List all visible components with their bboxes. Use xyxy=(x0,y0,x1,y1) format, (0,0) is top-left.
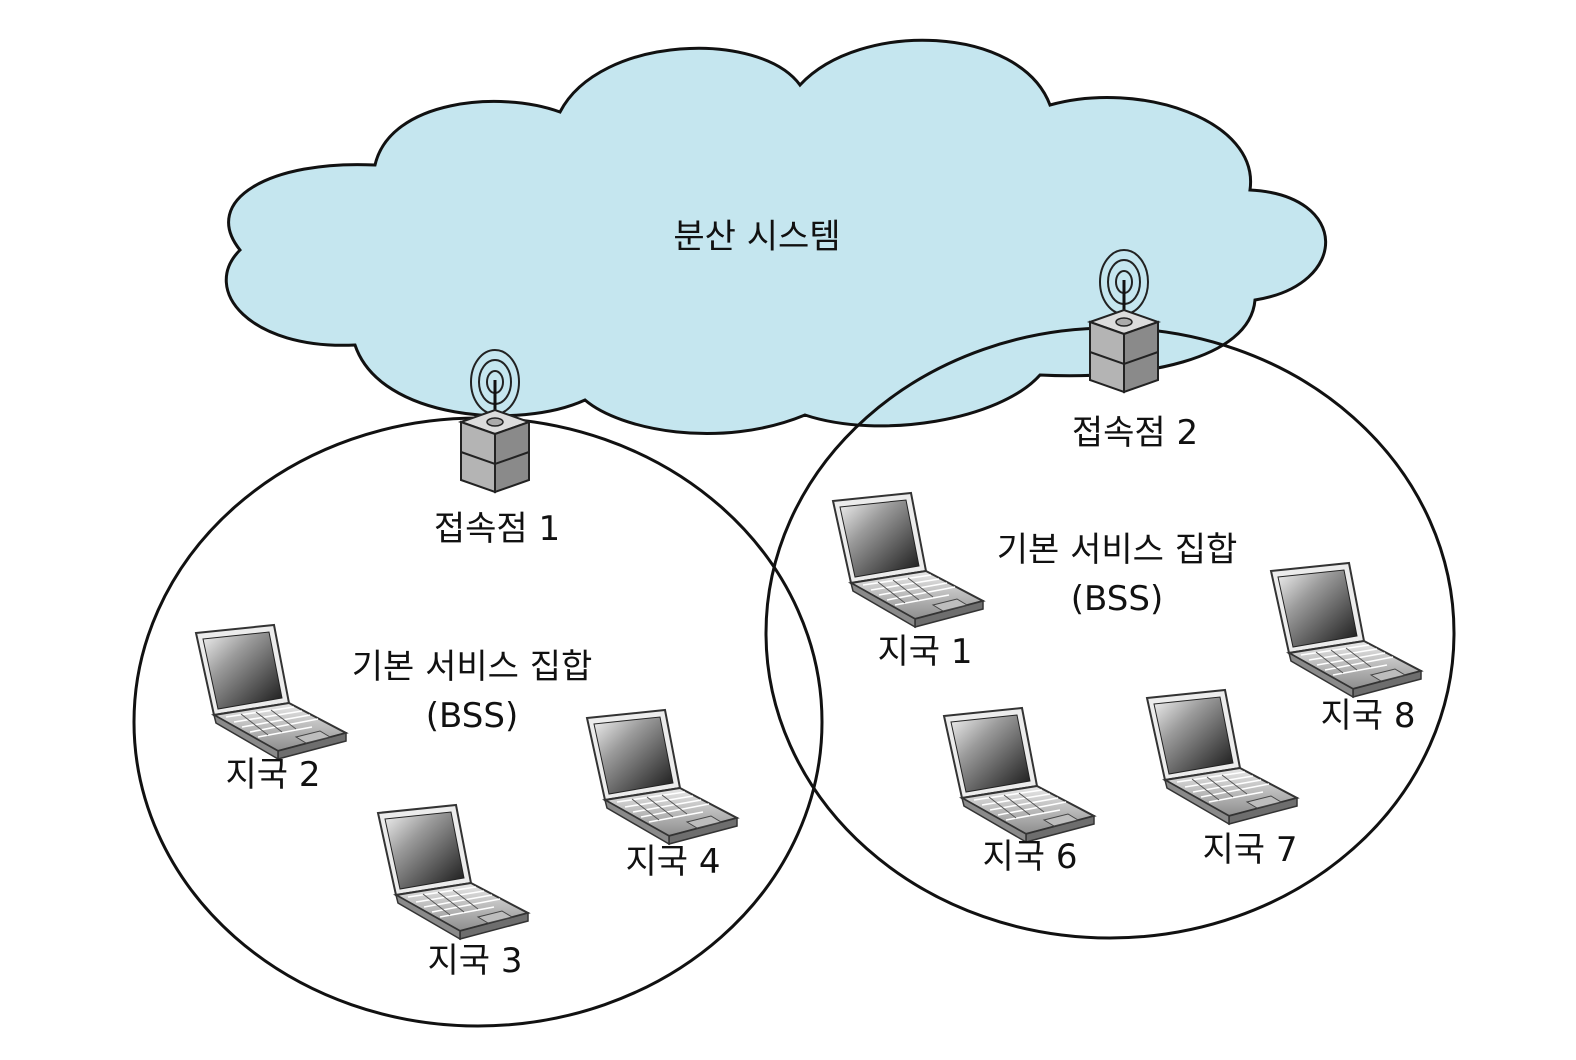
bss-left-title: 기본 서비스 집합 xyxy=(352,647,593,687)
station-7-label: 지국 7 xyxy=(1203,830,1298,870)
bss-right-abbrev: (BSS) xyxy=(1071,579,1163,619)
station-4-label: 지국 4 xyxy=(626,842,721,882)
station-3-laptop-icon xyxy=(377,804,529,940)
station-7-laptop-icon xyxy=(1146,689,1298,825)
cloud-label: 분산 시스템 xyxy=(673,217,840,257)
distribution-system-cloud xyxy=(224,38,1327,436)
access-point-2-label: 접속점 2 xyxy=(1072,413,1198,453)
station-6-label: 지국 6 xyxy=(983,837,1078,877)
station-2-label: 지국 2 xyxy=(226,755,321,795)
station-6-laptop-icon xyxy=(943,707,1095,843)
bss-left-abbrev: (BSS) xyxy=(426,696,518,736)
station-8-label: 지국 8 xyxy=(1321,696,1416,736)
station-3-label: 지국 3 xyxy=(428,941,523,981)
station-4-laptop-icon xyxy=(586,709,738,845)
station-1-label: 지국 1 xyxy=(878,632,973,672)
station-2-laptop-icon xyxy=(195,624,347,760)
station-8-laptop-icon xyxy=(1270,562,1422,698)
bss-right-title: 기본 서비스 집합 xyxy=(997,530,1238,570)
station-1-laptop-icon xyxy=(832,492,984,628)
access-point-1-label: 접속점 1 xyxy=(434,509,560,549)
